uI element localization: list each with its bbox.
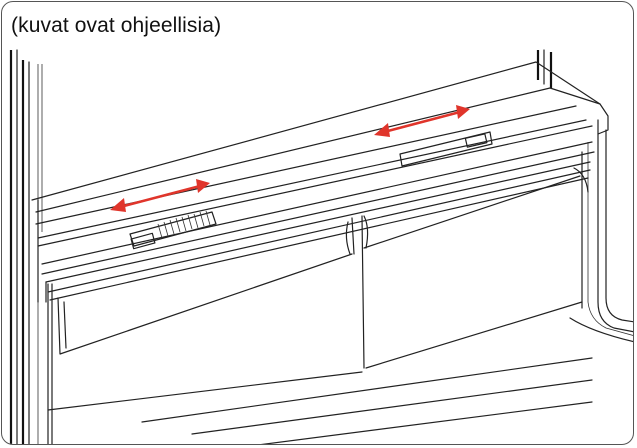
left-wall bbox=[9, 49, 53, 444]
left-slider-vent bbox=[129, 210, 217, 250]
caption-label: (kuvat ovat ohjeellisia) bbox=[11, 14, 222, 37]
right-wall bbox=[536, 49, 633, 343]
left-adjust-arrow bbox=[110, 179, 210, 212]
right-slider-slot bbox=[399, 131, 493, 167]
right-adjust-arrow bbox=[374, 105, 470, 137]
drawer-fronts bbox=[47, 167, 589, 411]
bottom-shelf bbox=[141, 357, 593, 444]
